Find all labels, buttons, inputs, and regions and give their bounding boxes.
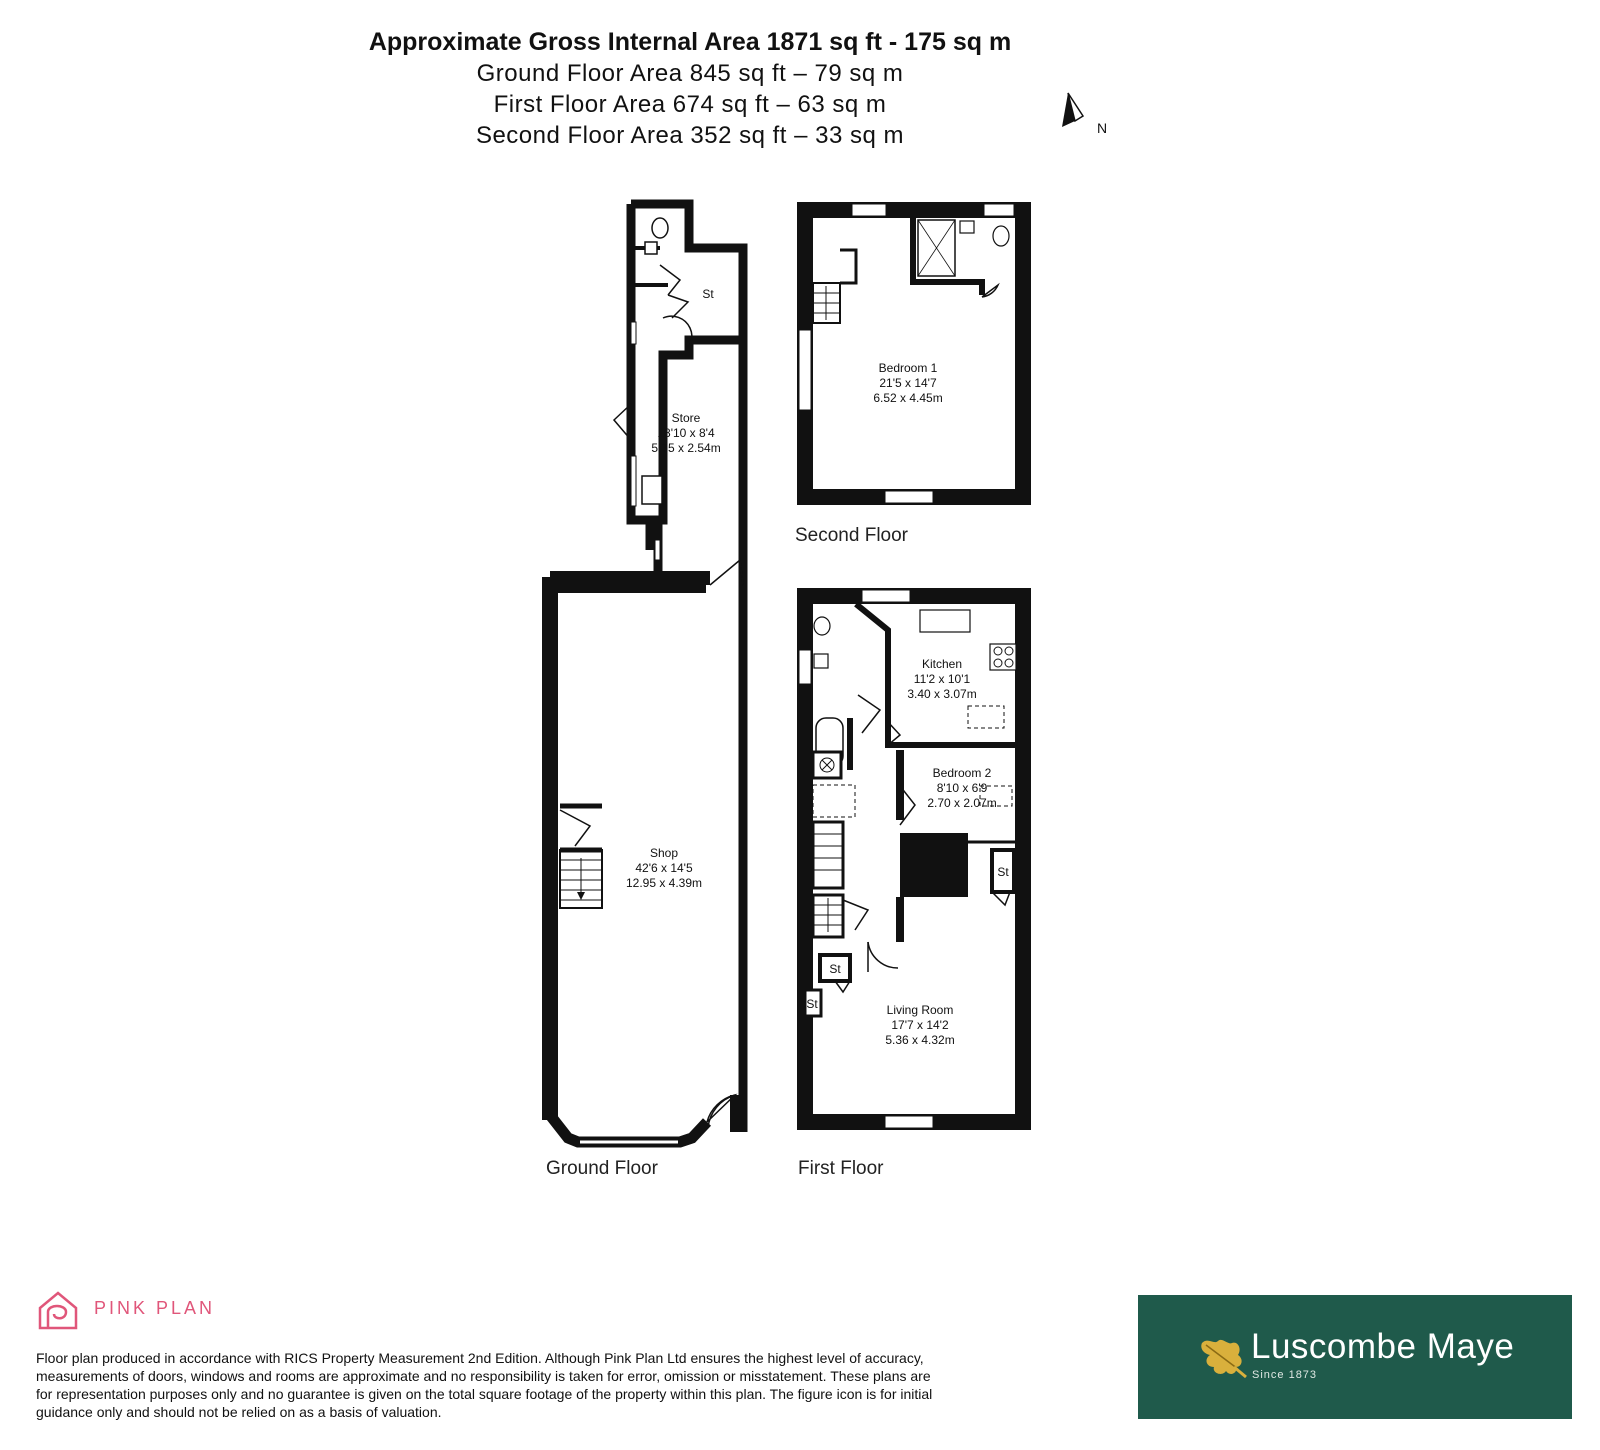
compass-icon: N <box>1062 92 1107 136</box>
second-floor-area: Second Floor Area 352 sq ft – 33 sq m <box>475 122 905 149</box>
bedroom2-imperial: 8'10 x 6'9 <box>937 781 988 795</box>
bedroom2-name: Bedroom 2 <box>933 766 992 780</box>
luscombe-maye-since: Since 1873 <box>1252 1369 1318 1381</box>
store-imperial: 18'10 x 8'4 <box>657 426 715 440</box>
ground-floor-label: Ground Floor <box>546 1158 659 1179</box>
kitchen-imperial: 11'2 x 10'1 <box>914 672 971 686</box>
compass-north-label: N <box>1097 120 1107 136</box>
kitchen-metric: 3.40 x 3.07m <box>907 687 976 701</box>
first-floor-plan: St St St Kitchen 11'2 x 10'1 3.40 x 3.07… <box>797 588 1031 1130</box>
second-floor-label: Second Floor <box>795 525 909 546</box>
area-title: Approximate Gross Internal Area 1871 sq … <box>368 28 1012 56</box>
disclaimer-text: Floor plan produced in accordance with R… <box>36 1350 933 1420</box>
shop-imperial: 42'6 x 14'5 <box>635 861 693 875</box>
luscombe-maye-banner: Luscombe Maye Since 1873 <box>1138 1295 1572 1419</box>
ground-floor-area: Ground Floor Area 845 sq ft – 79 sq m <box>476 60 904 87</box>
oak-leaf-icon <box>1201 1339 1247 1379</box>
luscombe-maye-name: Luscombe Maye <box>1251 1327 1515 1366</box>
first-floor-area: First Floor Area 674 sq ft – 63 sq m <box>493 91 887 118</box>
living-room-metric: 5.36 x 4.32m <box>885 1033 954 1047</box>
living-room-name: Living Room <box>887 1003 954 1017</box>
second-floor-plan: Bedroom 1 21'5 x 14'7 6.52 x 4.45m <box>797 202 1031 505</box>
bedroom2-metric: 2.70 x 2.07m <box>927 796 996 810</box>
shop-name: Shop <box>650 846 678 860</box>
bedroom1-imperial: 21'5 x 14'7 <box>879 376 937 390</box>
ground-store-cupboard-label: St <box>702 287 714 301</box>
store-metric: 5.75 x 2.54m <box>651 441 720 455</box>
first-floor-label: First Floor <box>798 1158 884 1179</box>
store-name: Store <box>672 411 701 425</box>
living-room-imperial: 17'7 x 14'2 <box>891 1018 949 1032</box>
first-store-cupboard-label-3: St <box>806 997 818 1011</box>
first-store-cupboard-label-2: St <box>829 962 841 976</box>
bedroom1-name: Bedroom 1 <box>879 361 938 375</box>
ground-floor-plan: St Store 18'10 x 8'4 5.75 x 2.54m Shop 4… <box>542 199 748 1148</box>
first-store-cupboard-label-1: St <box>997 865 1009 879</box>
bedroom1-metric: 6.52 x 4.45m <box>873 391 942 405</box>
pink-plan-brand-name: PINK PLAN <box>94 1298 216 1318</box>
shop-metric: 12.95 x 4.39m <box>626 876 702 890</box>
kitchen-name: Kitchen <box>922 657 962 671</box>
pink-plan-logo-icon <box>38 1291 78 1330</box>
